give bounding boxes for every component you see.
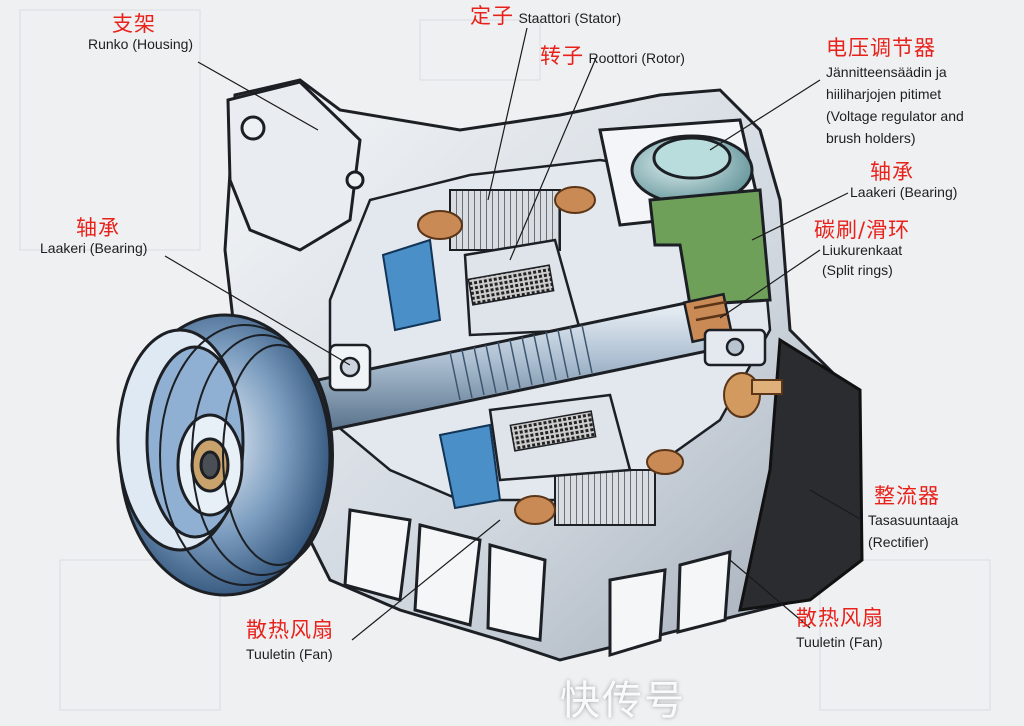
label-bearing-right: 轴承 Laakeri (Bearing): [850, 160, 957, 200]
stator-top: [449, 189, 561, 251]
regulator-label-en-4: brush holders): [826, 130, 916, 147]
fan-right-label-zh: 散热风扇: [796, 606, 884, 630]
leader-fan-left: [351, 519, 501, 641]
regulator-label-zh: 电压调节器: [826, 36, 936, 60]
stator-bottom: [554, 469, 656, 526]
rotor-label-en: Roottori (Rotor): [588, 50, 685, 66]
leader-regulator: [709, 79, 821, 151]
label-stator: 定子 Staattori (Stator): [470, 4, 621, 28]
fan-left-label-en: Tuuletin (Fan): [246, 646, 333, 663]
leader-stator: [487, 27, 528, 201]
fan-right-label-en: Tuuletin (Fan): [796, 634, 883, 651]
pulley-grooves: [159, 324, 334, 586]
label-fan-right: 散热风扇 Tuuletin (Fan): [796, 606, 884, 650]
rotor-vent-upper: [467, 264, 555, 306]
faint-background-sketch: [19, 9, 991, 711]
label-rotor: 转子 Roottori (Rotor): [540, 44, 685, 68]
copper-windings: [417, 186, 684, 525]
bearing-blue-blocks: [381, 238, 502, 510]
voltage-regulator: [598, 118, 762, 227]
rectifier-cover: [738, 337, 864, 612]
regulator-label-en-3: (Voltage regulator and: [826, 108, 964, 125]
leader-rotor: [509, 57, 597, 261]
rectifier-label-en-1: Tasasuuntaaja: [868, 512, 959, 529]
bearing-right-label-en: Laakeri (Bearing): [850, 184, 958, 201]
bolt-hole: [345, 170, 365, 190]
leader-rectifier: [809, 489, 863, 521]
leader-bearing-left: [164, 255, 351, 366]
regulator-label-en-1: Jännitteensäädin ja: [826, 64, 947, 81]
rotor-label-zh: 转子: [540, 44, 584, 68]
rectifier-label-en-2: (Rectifier): [868, 534, 929, 551]
leader-slip-rings: [719, 249, 821, 319]
rear-bearing: [703, 328, 767, 367]
stator-label-en: Staattori (Stator): [518, 10, 622, 26]
label-housing: 支架 Runko (Housing): [88, 12, 193, 52]
housing-label-zh: 支架: [112, 12, 156, 36]
bearing-left-label-zh: 轴承: [76, 216, 120, 240]
watermark-text: 快传号: [560, 678, 686, 724]
bearing-right-label-zh: 轴承: [870, 160, 914, 184]
rectifier-diode: [723, 372, 783, 418]
housing-label-en: Runko (Housing): [88, 36, 194, 53]
leader-bearing-right: [751, 192, 849, 241]
label-slip-rings: 碳刷/滑环 Liukurenkaat (Split rings): [814, 218, 910, 278]
mounting-hole: [240, 115, 266, 141]
slip-rings-label-en-2: (Split rings): [822, 262, 893, 279]
front-bearing: [328, 343, 372, 392]
stator-label-zh: 定子: [470, 4, 514, 28]
regulator-label-en-2: hiiliharjojen pitimet: [826, 86, 942, 103]
leader-fan-right: [729, 559, 811, 629]
fan-left-label-zh: 散热风扇: [246, 618, 334, 642]
cooling-fan-blades: [343, 508, 732, 658]
label-fan-left: 散热风扇 Tuuletin (Fan): [246, 618, 334, 662]
shaft-knurl: [449, 324, 593, 401]
bearing-left-label-en: Laakeri (Bearing): [40, 240, 148, 257]
rotor-vent-lower: [509, 410, 597, 452]
rectifier-label-zh: 整流器: [874, 484, 940, 508]
slip-rings-label-en-1: Liukurenkaat: [822, 242, 903, 259]
label-bearing-left: 轴承 Laakeri (Bearing): [40, 216, 147, 256]
label-regulator: 电压调节器 Jännitteensäädin ja hiiliharjojen …: [826, 36, 964, 147]
leader-lines: [164, 27, 863, 641]
label-rectifier: 整流器 Tasasuuntaaja (Rectifier): [868, 484, 958, 550]
slip-rings-label-zh: 碳刷/滑环: [814, 218, 911, 242]
leader-housing: [197, 61, 319, 131]
